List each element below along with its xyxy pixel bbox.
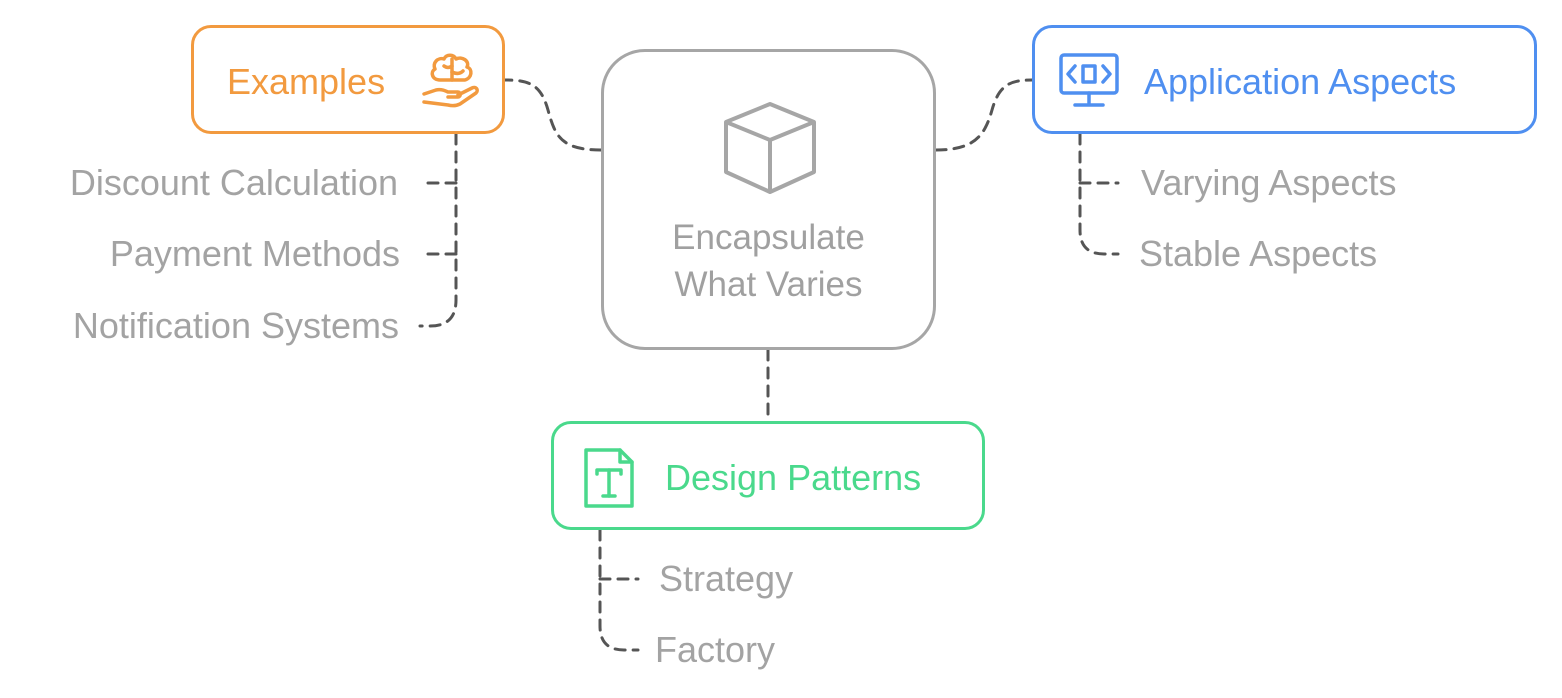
examples-title: Examples — [227, 61, 386, 102]
connector-examples-trunk — [418, 132, 458, 328]
connector-center-examples — [503, 78, 603, 152]
center-title-line-1: Encapsulate — [672, 218, 865, 257]
center-node: Encapsulate What Varies — [601, 49, 936, 350]
design-item-strategy: Strategy — [659, 558, 794, 599]
center-title-line-2: What Varies — [674, 265, 863, 304]
application-item-stable-aspects: Stable Aspects — [1139, 233, 1378, 274]
design-item-factory: Factory — [655, 629, 776, 670]
center-title: Encapsulate What Varies — [604, 214, 933, 308]
examples-node: Examples — [191, 25, 505, 134]
cube-icon — [724, 102, 816, 194]
application-aspects-node: Application Aspects — [1032, 25, 1537, 134]
text-document-icon — [584, 448, 634, 508]
design-patterns-title: Design Patterns — [665, 457, 922, 498]
connector-center-application — [934, 78, 1034, 152]
examples-item-notification-systems: Notification Systems — [72, 305, 399, 346]
brain-hand-icon — [422, 53, 479, 108]
examples-item-discount-calculation: Discount Calculation — [69, 162, 398, 203]
application-item-varying-aspects: Varying Aspects — [1141, 162, 1397, 203]
connector-design-trunk — [598, 528, 640, 652]
examples-item-payment-methods: Payment Methods — [109, 233, 400, 274]
monitor-code-icon — [1059, 53, 1119, 107]
connector-application-trunk — [1078, 132, 1120, 256]
design-patterns-node: Design Patterns — [551, 421, 985, 530]
application-aspects-title: Application Aspects — [1144, 61, 1457, 102]
